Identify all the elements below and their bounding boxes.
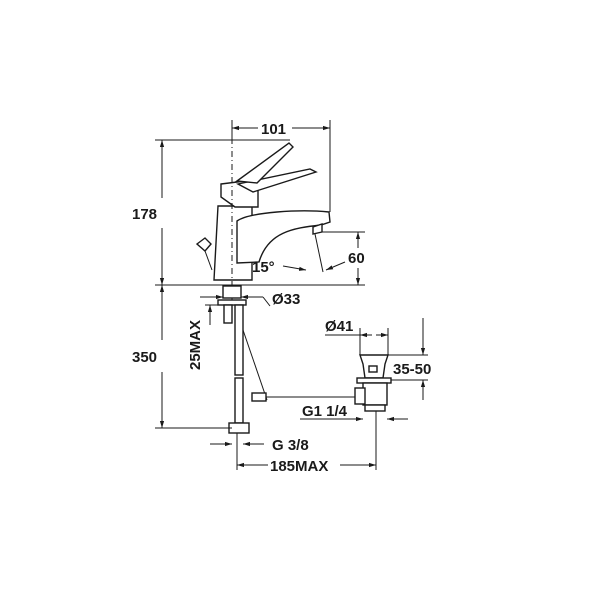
dim-total-length: 350 — [132, 349, 157, 366]
dim-spout-angle: 15° — [252, 259, 275, 276]
dim-spout-reach: 101 — [261, 121, 286, 138]
dim-waste-diameter: Ø41 — [325, 318, 353, 335]
dim-base-diameter: Ø33 — [272, 291, 300, 308]
dim-spout-clearance: 60 — [348, 250, 365, 267]
under-deck-fittings — [217, 285, 355, 434]
dim-deck-thickness: 25MAX — [187, 320, 204, 370]
dim-height-total: 178 — [132, 206, 157, 223]
dim-waste-thread: G1 1/4 — [302, 403, 348, 420]
dim-waste-height: 35-50 — [393, 361, 431, 378]
pop-up-waste — [354, 354, 392, 412]
dimension-lines — [155, 120, 428, 470]
faucet-body — [195, 142, 331, 281]
dim-supply-thread: G 3/8 — [272, 437, 309, 454]
dim-distance-max: 185MAX — [270, 458, 328, 475]
